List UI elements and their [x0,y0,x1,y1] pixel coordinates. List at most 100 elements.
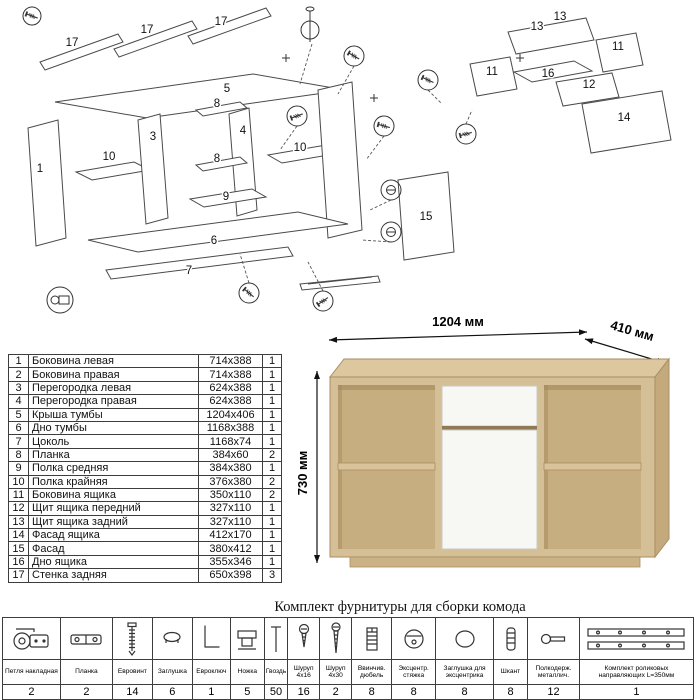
part-qty-cell: 1 [262,394,282,409]
part-size-cell: 376x380 [198,474,263,489]
hardware-name-cell: Гвоздь [263,659,289,685]
hardware-callouts [22,6,524,314]
hardware-qty-cell: 50 [263,684,289,700]
part-qty-cell: 1 [262,407,282,422]
part-number-cell: 14 [8,528,29,543]
screw-callout-icon [22,6,42,26]
drawer-front [441,385,538,427]
part-number-label: 12 [583,79,596,91]
screw-icon [331,621,341,653]
part-size-cell: 1168x74 [198,434,263,449]
wood-dowel-icon [505,626,516,651]
hardware-icon-cell [287,617,321,660]
part-qty-cell: 2 [262,474,282,489]
part-number-label: 9 [223,191,229,203]
screw-callout-icon [286,105,308,127]
cam-callout-icon [380,179,402,201]
hardware-qty-cell: 16 [287,684,321,700]
screw-callout-icon [312,290,334,312]
dimension-width: 1204 мм [328,314,588,343]
hardware-name-cell: Планка [59,659,113,685]
hardware-icon-cell [435,617,495,660]
hardware-icon-cell [151,617,193,660]
part-number-label: 17 [215,16,228,28]
part-name-cell: Дно ящика [28,554,199,570]
part-qty-cell: 1 [262,367,282,382]
part-size-cell: 624x388 [198,380,263,396]
part-number-cell: 13 [8,514,29,530]
screw-callout-icon [373,115,395,137]
hardware-qty-cell: 2 [319,684,353,700]
hardware-qty-cell: 8 [435,684,495,700]
part-name-cell: Фасад ящика [28,528,199,543]
height-dimension-label: 730 мм [295,451,310,496]
part-number-label: 13 [531,21,544,33]
hinge-callout-icon [46,286,74,314]
dresser-render [328,357,671,568]
shelf-support-icon [541,633,566,644]
part-qty-cell: 2 [262,447,282,463]
hardware-name-cell: Петля накладная [2,659,61,685]
part-number-label: 11 [612,41,624,53]
part-name-cell: Дно тумбы [28,420,199,436]
hardware-name-cell: Эксцентр. стяжка [391,659,437,685]
door-front [441,429,538,550]
cross-mark [282,54,524,102]
dimension-height: 730 мм [295,371,320,563]
part-qty-cell: 1 [262,420,282,436]
part-number-label: 4 [240,125,247,137]
part-qty-cell: 1 [262,353,282,369]
part-number-cell: 11 [8,487,29,503]
screw-icon [298,623,309,647]
hardware-icons-row [2,617,694,660]
part-number-label: 7 [186,265,192,277]
part-size-cell: 650x398 [198,568,263,583]
part-qty-cell: 3 [262,568,282,583]
part-number-label: 6 [211,235,217,247]
part-number-label: 16 [542,68,555,80]
part-size-cell: 1168x388 [198,420,263,436]
part-qty-cell: 1 [262,528,282,543]
hardware-icon-cell [229,617,265,660]
part-size-cell: 714x388 [198,353,263,369]
part-number-cell: 8 [8,447,29,463]
part-size-cell: 384x380 [198,461,263,476]
part-number-cell: 17 [8,568,29,583]
dimension-depth: 410 мм [584,317,666,364]
hardware-name-cell: Комплект роликовых направляющих L=350мм [578,659,694,685]
part-name-cell: Полка средняя [28,461,199,476]
part-number-cell: 4 [8,394,29,409]
hardware-name-cell: Шуруп 4x16 [287,659,321,685]
part-name-cell: Боковина левая [28,353,199,369]
part-qty-cell: 1 [262,501,282,516]
part-number-label: 13 [554,11,567,23]
hardware-kit-title: Комплект фурнитуры для сборки комода [274,599,526,615]
cam-callout-icon [380,221,402,243]
part-qty-cell: 2 [262,487,282,503]
part-qty-cell: 1 [262,434,282,449]
hardware-qty-cell: 1 [578,684,694,700]
foot-icon [237,629,257,650]
hardware-name-cell: Евровинт [111,659,153,685]
part-number-cell: 12 [8,501,29,516]
part-size-cell: 412x170 [198,528,263,543]
part-name-cell: Щит ящика задний [28,514,199,530]
hardware-qty-cell: 6 [151,684,193,700]
part-size-cell: 384x60 [198,447,263,463]
hardware-names-row: Петля накладная Планка Евровинт Заглушка… [2,659,694,685]
part-qty-cell: 1 [262,541,282,556]
hardware-qty-cell: 2 [2,684,61,700]
hardware-name-cell: Заглушка [151,659,193,685]
part-number-cell: 2 [8,367,29,382]
part-name-cell: Боковина правая [28,367,199,382]
cam-lock-icon [404,628,424,649]
hardware-icon-cell [59,617,113,660]
